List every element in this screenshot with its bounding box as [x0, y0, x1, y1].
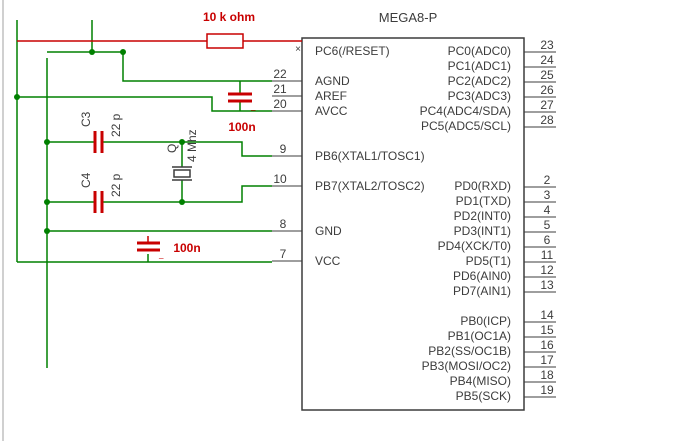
pin-number-8: 8 — [280, 217, 287, 231]
left-pin-stubs — [272, 80, 302, 262]
pin-marker-reset: × — [295, 44, 301, 55]
aref-cap-value: 100n — [228, 120, 255, 134]
pin-label-18: PB4(MISO) — [450, 374, 511, 388]
pin-label-4: PD2(INT0) — [454, 209, 511, 223]
vcc-capacitor — [137, 241, 160, 252]
pin-number-15: 15 — [540, 323, 554, 337]
pin-number-11: 11 — [541, 248, 554, 262]
pin-number-5: 5 — [544, 218, 551, 232]
pin-label-pb7: PB7(XTAL2/TOSC2) — [315, 179, 425, 193]
pin-label-23: PC0(ADC0) — [448, 44, 511, 58]
pin-number-3: 3 — [544, 188, 551, 202]
pin-number-14: 14 — [540, 308, 554, 322]
wiring — [16, 20, 272, 368]
vcc-cap-value: 100n — [173, 241, 200, 255]
pin-label-vcc: VCC — [315, 254, 341, 268]
pin-number-2: 2 — [544, 173, 551, 187]
c3-capacitor — [93, 131, 104, 153]
pin-number-12: 12 — [540, 263, 554, 277]
aref-capacitor — [228, 92, 252, 103]
chip-name: MEGA8-P — [379, 10, 438, 25]
pin-label-19: PB5(SCK) — [456, 389, 511, 403]
pin-label-11: PD5(T1) — [466, 254, 511, 268]
pin-label-5: PD3(INT1) — [454, 224, 511, 238]
pin-label-24: PC1(ADC1) — [448, 59, 511, 73]
pin-number-25: 25 — [540, 68, 554, 82]
c3-value: 22 p — [109, 113, 123, 137]
pin-number-22: 22 — [273, 67, 287, 81]
crystal-name: Q — [165, 144, 179, 153]
pin-label-27: PC4(ADC4/SDA) — [420, 104, 511, 118]
crystal-symbol — [172, 166, 192, 181]
pin-label-6: PD4(XCK/T0) — [438, 239, 511, 253]
pin-label-25: PC2(ADC2) — [448, 74, 511, 88]
crystal-value: 4 Mhz — [185, 129, 199, 162]
pin-label-pb6: PB6(XTAL1/TOSC1) — [315, 149, 425, 163]
chip-body — [301, 37, 525, 411]
pin-label-13: PD7(AIN1) — [453, 284, 511, 298]
pin-label-28: PC5(ADC5/SCL) — [421, 119, 511, 133]
aref-cap-polarity: _ — [250, 102, 256, 111]
pin-label-avcc: AVCC — [315, 104, 348, 118]
pin-number-23: 23 — [540, 38, 554, 52]
pin-number-16: 16 — [540, 338, 554, 352]
pin-number-20: 20 — [273, 97, 287, 111]
pin-number-18: 18 — [540, 368, 554, 382]
pin-label-14: PB0(ICP) — [460, 314, 511, 328]
pin-number-19: 19 — [540, 383, 554, 397]
right-pin-group: PC0(ADC0)23PC1(ADC1)24PC2(ADC2)25PC3(ADC… — [420, 38, 556, 403]
pin-label-aref: AREF — [315, 89, 347, 103]
pin-number-7: 7 — [280, 247, 287, 261]
resistor-value: 10 k ohm — [203, 10, 255, 24]
pin-label-12: PD6(AIN0) — [453, 269, 511, 283]
pin-number-24: 24 — [540, 53, 554, 67]
c4-name: C4 — [79, 172, 93, 188]
resistor-symbol — [206, 33, 244, 49]
pin-label-2: PD0(RXD) — [454, 179, 511, 193]
pin-label-26: PC3(ADC3) — [448, 89, 511, 103]
junction-dots — [14, 49, 185, 234]
pin-number-26: 26 — [540, 83, 554, 97]
pin-number-4: 4 — [544, 203, 551, 217]
pin-number-13: 13 — [540, 278, 554, 292]
pin-label-17: PB3(MOSI/OC2) — [422, 359, 511, 373]
vcc-cap-polarity: _ — [158, 250, 164, 259]
pin-number-6: 6 — [544, 233, 551, 247]
pin-number-9: 9 — [280, 142, 287, 156]
pin-label-gnd: GND — [315, 224, 342, 238]
pin-number-17: 17 — [540, 353, 554, 367]
pin-number-27: 27 — [540, 98, 554, 112]
pin-label-16: PB2(SS/OC1B) — [428, 344, 511, 358]
pin-label-15: PB1(OC1A) — [448, 329, 511, 343]
pin-label-agnd: AGND — [315, 74, 350, 88]
pin-number-28: 28 — [540, 113, 554, 127]
c4-capacitor — [93, 191, 104, 213]
pin-number-10: 10 — [273, 172, 287, 186]
pin-label-3: PD1(TXD) — [456, 194, 511, 208]
c4-value: 22 p — [109, 173, 123, 197]
pin-number-21: 21 — [273, 82, 287, 96]
c3-name: C3 — [79, 111, 93, 127]
pin-label-pc6: PC6(/RESET) — [315, 44, 390, 58]
